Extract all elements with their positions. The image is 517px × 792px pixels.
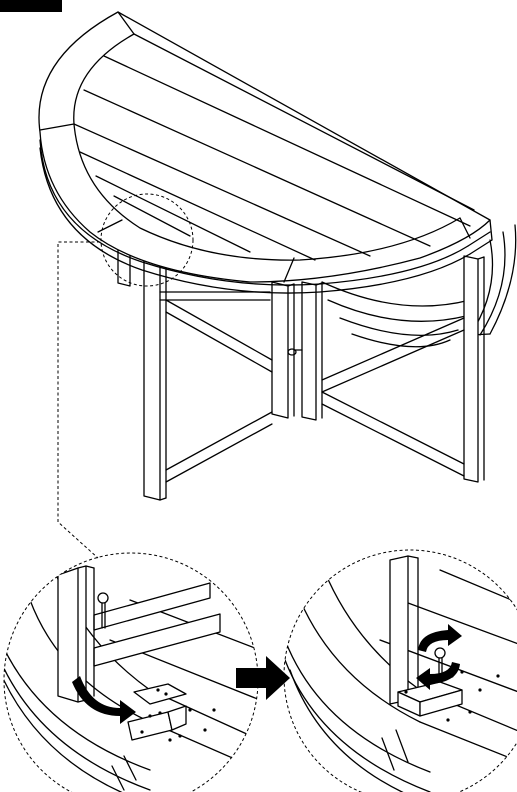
detail-left [3, 552, 259, 792]
detail-leader-line [57, 241, 100, 559]
swing-arrow-icon [72, 676, 136, 724]
step-marker-bar [0, 0, 62, 12]
table-top [38, 11, 493, 294]
next-step-arrow-icon [236, 656, 290, 700]
detail-callout-circle [100, 193, 194, 287]
detail-right [283, 549, 517, 792]
table-base [117, 242, 485, 501]
turn-arrow-bottom-icon [416, 662, 460, 690]
drop-leaf [321, 224, 517, 348]
turn-arrow-top-icon [418, 624, 462, 652]
table-illustration [38, 11, 517, 559]
